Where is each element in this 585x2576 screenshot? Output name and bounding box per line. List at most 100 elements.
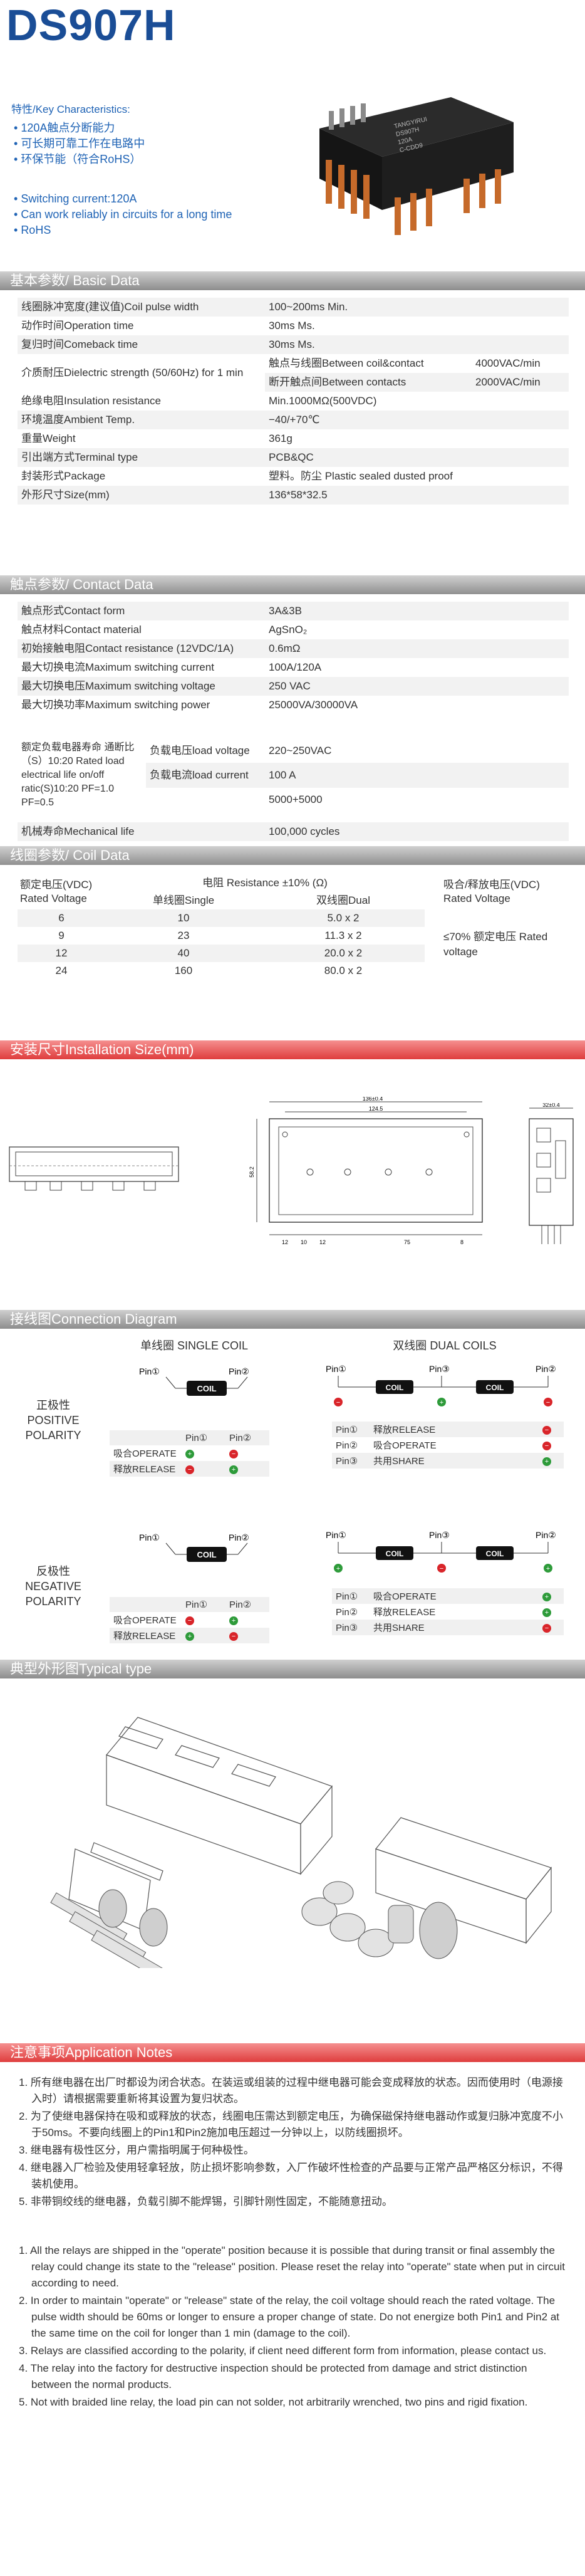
pin-label: Pin③ — [332, 1453, 370, 1469]
svg-text:−: − — [336, 1399, 340, 1406]
dim-label: 136±0.4 — [363, 1097, 383, 1102]
pin-label: Pin② — [336, 1606, 358, 1618]
pin-label: Pin③ — [332, 1620, 370, 1635]
table-cell: 共用SHARE — [370, 1620, 539, 1635]
pin-label: Pin① — [139, 1366, 160, 1376]
table-cell: 电阻 Resistance ±10% (Ω) — [202, 877, 328, 889]
coil-label: COIL — [486, 1549, 504, 1558]
dim-label: 10 — [301, 1239, 307, 1245]
pin-label: Pin① — [332, 1422, 370, 1437]
table-cell: 塑料。防尘 Plastic sealed dusted proof — [269, 470, 453, 482]
table-row: 释放RELEASE+− — [110, 1628, 269, 1643]
table-row: 吸合OPERATE−+ — [110, 1612, 269, 1628]
pin-label: Pin① — [326, 1530, 346, 1540]
pin-label: Pin① — [326, 1364, 346, 1374]
table-row: 环境温度Ambient Temp.−40/+70℃ — [18, 411, 569, 429]
single-coil-heading: 单线圈 SINGLE COIL — [140, 1339, 249, 1352]
minus-icon: − — [185, 1616, 194, 1625]
table-cell: 23 — [177, 929, 190, 941]
dual-coil-heading: 双线圈 DUAL COILS — [393, 1339, 497, 1352]
table-cell: 释放RELEASE — [370, 1422, 539, 1437]
table-cell: −40/+70℃ — [265, 411, 569, 429]
notes-en: 1. All the relays are shipped in the "op… — [19, 2243, 570, 2412]
table-cell: 额定负载电器寿命 通断比（S）10:20 Rated load electric… — [18, 738, 146, 812]
pin-label: Pin② — [536, 1530, 556, 1540]
list-item: 环保节能（符合RoHS） — [14, 152, 145, 167]
table-cell: 5.0 x 2 — [262, 909, 425, 927]
table-cell: 释放RELEASE — [110, 1461, 182, 1477]
table-cell: 3A&3B — [265, 602, 569, 620]
table-cell: 12 — [18, 945, 105, 962]
table-cell: 共用SHARE — [370, 1453, 539, 1469]
table-cell: 220~250VAC — [265, 738, 569, 763]
table-row: 单线圈Single 双线圈Dual — [18, 892, 569, 909]
table-cell: ≤70% 额定电压 Rated voltage — [425, 909, 569, 980]
table-cell: 100 A — [265, 763, 569, 788]
table-cell: 负载电流load current — [146, 763, 265, 788]
plus-icon: + — [542, 1608, 551, 1617]
svg-text:−: − — [546, 1399, 550, 1406]
table-cell: 触点材料Contact material — [21, 624, 142, 636]
list-item: 5. Not with braided line relay, the load… — [19, 2396, 528, 2408]
dim-label: 12 — [282, 1239, 288, 1245]
pin-label: Pin③ — [429, 1364, 450, 1374]
coil-label: COIL — [486, 1383, 504, 1392]
table-cell: 动作时间Operation time — [21, 320, 134, 332]
table-cell: 最大切换电流Maximum switching current — [21, 661, 214, 673]
table-cell: 40 — [105, 945, 262, 962]
list-item: 4. The relay into the factory for destru… — [19, 2362, 527, 2390]
table-cell: 10 — [105, 909, 262, 927]
pin-label: Pin① — [182, 1430, 225, 1445]
table-cell: 2000VAC/min — [472, 373, 569, 392]
table-cell — [146, 787, 265, 812]
pin-label: Pin② — [229, 1532, 249, 1542]
plus-icon: + — [185, 1450, 194, 1458]
dim-label: 32±0.4 — [542, 1103, 559, 1108]
typical-type-header: 典型外形图Typical type — [0, 1660, 585, 1678]
table-cell: 100A/120A — [269, 661, 322, 673]
table-cell: 吸合OPERATE — [373, 1440, 437, 1451]
model-title: DS907H — [6, 1, 176, 50]
table-cell: 封装形式Package — [21, 470, 106, 482]
table-cell: 负载电压load voltage — [146, 738, 265, 763]
kc-en-list: Switching current:120A Can work reliably… — [14, 191, 232, 238]
table-row: 最大切换电流Maximum switching current 100A/120A — [18, 658, 569, 677]
dim-label: 58.2 — [249, 1166, 255, 1178]
table-cell: PCB&QC — [265, 448, 569, 467]
dim-label: 8 — [460, 1239, 463, 1245]
table-row: 额定负载电器寿命 通断比（S）10:20 Rated load electric… — [18, 738, 569, 812]
positive-dual-coil-diagram: Pin① Pin③ Pin② COIL COIL − + − — [326, 1364, 556, 1406]
table-cell: 触点与线圈Between coil&contact — [269, 357, 424, 369]
table-cell: 释放RELEASE — [110, 1628, 182, 1643]
dim-label: 12 — [319, 1239, 326, 1245]
table-cell: 断开触点间Between contacts — [265, 373, 472, 392]
table-row: 5000+5000 — [18, 787, 569, 812]
list-item: 4. 继电器入厂检验及使用轻拿轻放，防止损坏影响参数，入厂作破坏性检查的产品要与… — [19, 2162, 563, 2190]
table-cell: 11.3 x 2 — [324, 929, 362, 941]
table-cell: 100,000 cycles — [265, 822, 569, 841]
table-cell: 100~200ms Min. — [265, 298, 569, 317]
coil-data-header: 线圈参数/ Coil Data — [0, 846, 585, 865]
electrical-life-table: 额定负载电器寿命 通断比（S）10:20 Rated load electric… — [18, 738, 569, 812]
end-view-drawing: 32±0.4 — [529, 1103, 574, 1244]
list-item: 3. 继电器有极性区分，用户需指明属于何种极性。 — [19, 2144, 254, 2156]
